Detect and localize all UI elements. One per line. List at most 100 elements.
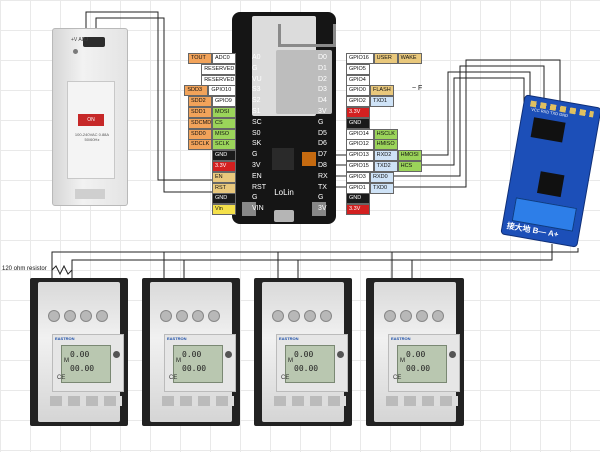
wire-psu-vin: [95, 17, 238, 193]
resistor-wire: [51, 264, 73, 276]
board-left-pin: EN: [252, 172, 262, 180]
pin-tag: GPIO9: [212, 96, 236, 108]
capacitor: [302, 152, 316, 166]
meter-lcd-line2: 00.00: [70, 364, 95, 373]
meter-bottom-terminals: [162, 396, 234, 406]
board-right-pin: D4: [318, 97, 327, 105]
board-left-pin: RST: [252, 183, 266, 191]
psu-led: [73, 49, 78, 54]
meter-screw: [432, 310, 444, 322]
meter-button[interactable]: [449, 351, 456, 358]
pin-tag: SCLK: [212, 139, 236, 151]
board-right-pin: D5: [318, 129, 327, 137]
board-right-pin: D7: [318, 151, 327, 159]
pin-tag: GPIO0: [346, 85, 370, 97]
energy-meter: EASTRON M 0.00 00.00 CE: [254, 278, 352, 426]
pin-tag: GPIO1: [346, 182, 370, 194]
pin-tag: HMISO: [373, 139, 398, 151]
board-left-pin: 3V: [252, 162, 261, 169]
board-left-pin: VIN: [252, 205, 264, 213]
meter-lcd: M 0.00 00.00: [173, 345, 223, 383]
meter-brand: EASTRON: [279, 336, 299, 341]
meter-lcd-line1: 0.00: [70, 350, 90, 359]
pin-tag: Vin: [212, 204, 236, 216]
meter-screw: [400, 310, 412, 322]
pin-tag: GPIO5: [346, 63, 370, 75]
meter-lcd-line2: 00.00: [294, 364, 319, 373]
psu-adj-label: +V ADJ: [71, 37, 88, 43]
meter-lcd-m: M: [288, 358, 293, 364]
board-right-pin: D3: [318, 86, 327, 94]
resistor-label: 120 ohm resistor: [2, 266, 47, 272]
meter-screw: [192, 310, 204, 322]
pin-tag: CS: [212, 117, 236, 129]
meter-body: EASTRON M 0.00 00.00 CE: [38, 282, 124, 422]
psu-spec: 100-240VAC 0.88A 50/60Hz: [74, 132, 110, 142]
pin-tag: GPIO12: [346, 139, 374, 151]
pin-tag: GPIO4: [346, 74, 370, 86]
board-left-pin: G: [252, 64, 258, 72]
meter-screw: [96, 310, 108, 322]
rst-button: [242, 202, 256, 216]
pin-tag: FLASH: [370, 85, 394, 97]
meter-lcd-line1: 0.00: [182, 350, 202, 359]
note-text: ~ F: [412, 85, 423, 92]
rf-shield: [276, 50, 332, 114]
pin-tag: GPIO15: [346, 161, 374, 172]
meter-screw: [176, 310, 188, 322]
board-right-pin: G: [318, 118, 324, 126]
meter-screw: [416, 310, 428, 322]
board-right-pin: D0: [318, 54, 327, 61]
meter-ce-mark: CE: [57, 375, 66, 381]
energy-meter: EASTRON M 0.00 00.00 CE: [366, 278, 464, 426]
wire-board-3v: [336, 59, 561, 188]
pin-tag: RXD0: [370, 171, 394, 183]
meter-body: EASTRON M 0.00 00.00 CE: [262, 282, 348, 422]
board-right-pin: D8: [318, 162, 327, 169]
meter-screw: [160, 310, 172, 322]
meter-screw: [64, 310, 76, 322]
pin-tag: WAKE: [397, 53, 422, 64]
meter-brand: EASTRON: [167, 336, 187, 341]
board-left-pin: S3: [252, 86, 261, 94]
pin-tag: GPIO13: [346, 150, 374, 162]
pin-tag: GPIO10: [208, 85, 236, 97]
board-left-pin: SK: [252, 140, 262, 148]
meter-lcd-m: M: [176, 358, 181, 364]
rs485-transceiver-chip: [530, 117, 566, 143]
wire-board-gnd: [336, 65, 545, 177]
pin-tag: GND: [212, 193, 236, 205]
meter-lcd-line2: 00.00: [182, 364, 207, 373]
pin-tag: GPIO16: [346, 53, 374, 64]
energy-meter: EASTRON M 0.00 00.00 CE: [142, 278, 240, 426]
meter-panel: EASTRON M 0.00 00.00 CE: [52, 334, 124, 392]
pin-tag: 3.3V: [346, 204, 370, 216]
meter-screw: [208, 310, 220, 322]
board-right-pin: TX: [318, 183, 327, 191]
meter-lcd: M 0.00 00.00: [61, 345, 111, 383]
meter-button[interactable]: [337, 351, 344, 358]
meter-lcd: M 0.00 00.00: [285, 345, 335, 383]
pin-tag: TXD0: [370, 182, 394, 194]
meter-bottom-terminals: [50, 396, 122, 406]
meter-button[interactable]: [113, 351, 120, 358]
rs485-regulator-chip: [536, 171, 565, 198]
meter-lcd-line1: 0.00: [406, 350, 426, 359]
meter-button[interactable]: [225, 351, 232, 358]
meter-bottom-terminals: [386, 396, 458, 406]
meter-lcd: M 0.00 00.00: [397, 345, 447, 383]
pin-tag: TXD2: [373, 161, 398, 172]
pin-tag: GPIO2: [346, 96, 370, 108]
board-left-pin: G: [252, 194, 258, 202]
psu-terminal-screws: [83, 37, 105, 47]
meter-screw: [384, 310, 396, 322]
pin-tag: GPIO3: [346, 171, 370, 183]
board-right-pin: D6: [318, 140, 327, 148]
psu-foot: [75, 189, 105, 199]
meter-body: EASTRON M 0.00 00.00 CE: [374, 282, 460, 422]
pin-tag: SDD3: [184, 85, 209, 97]
board-right-pin: G: [318, 194, 324, 202]
nodemcu-board: LoLin: [232, 12, 336, 224]
meter-brand: EASTRON: [391, 336, 411, 341]
pin-tag: ADC0: [212, 53, 236, 64]
